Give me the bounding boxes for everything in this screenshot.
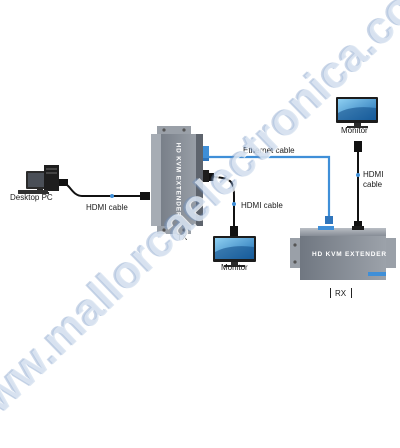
desktop-pc-label: Desktop PC <box>10 193 53 202</box>
hdmi-cable-rx-monitor <box>354 141 362 231</box>
hdmi-cable-label-pc: HDMI cable <box>86 203 128 212</box>
receiver-unit <box>290 226 396 280</box>
hdmi-cable-label-remote-line1: HDMI <box>363 170 384 179</box>
rx-marker-left <box>330 288 331 298</box>
hdmi-cable-pc-tx <box>58 179 150 200</box>
monitor-remote-icon <box>336 97 378 128</box>
receiver-title: HD KVM EXTENDER <box>312 251 387 258</box>
ethernet-connector-icon <box>325 216 333 224</box>
monitor-local-label: Monitor <box>221 263 248 272</box>
monitor-local-icon <box>213 236 256 267</box>
monitor-remote-label: Monitor <box>341 126 368 135</box>
hdmi-cable-tx-monitor <box>205 173 238 237</box>
hdmi-plug-icon <box>58 179 68 186</box>
desktop-pc-icon <box>18 165 59 194</box>
rx-label: RX <box>335 289 347 298</box>
transmitter-title: HD KVM EXTENDER <box>174 142 182 218</box>
hdmi-cable-label-monitor: HDMI cable <box>241 201 283 210</box>
hdmi-cable-label-remote-line2: cable <box>363 180 383 189</box>
diagram-graphic <box>18 97 396 280</box>
tx-label: TX <box>177 233 188 242</box>
ethernet-cable-label: Ethernet cable <box>243 146 295 155</box>
transmitter-unit <box>151 126 209 234</box>
rx-marker-right <box>351 288 352 298</box>
ethernet-cable <box>202 153 333 224</box>
